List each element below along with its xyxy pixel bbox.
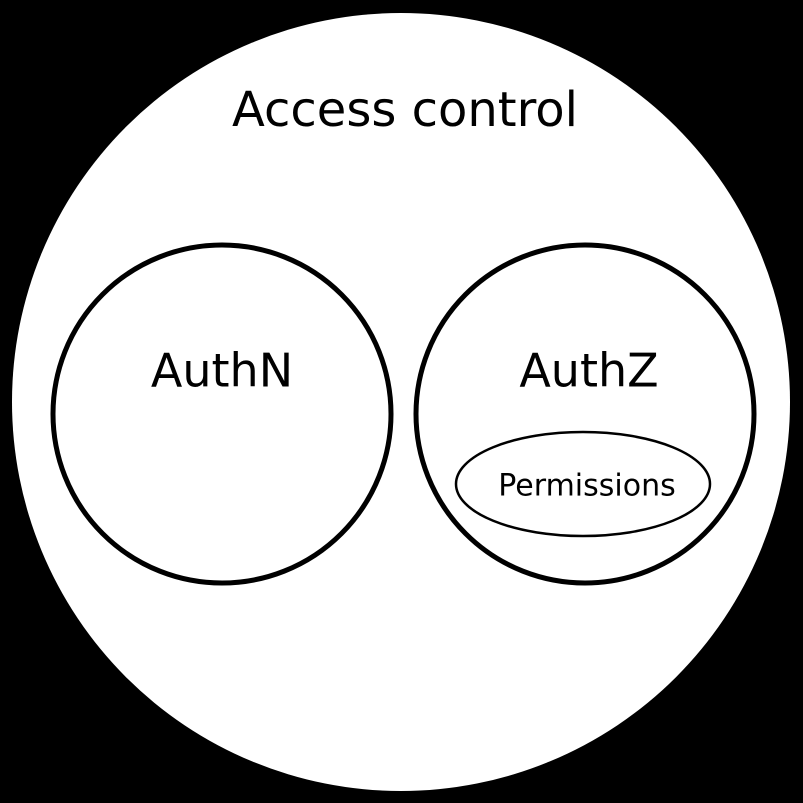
permissions-label: Permissions bbox=[498, 469, 675, 504]
authz-label: AuthZ bbox=[519, 344, 658, 398]
authn-label: AuthN bbox=[151, 344, 293, 398]
access-control-label: Access control bbox=[232, 82, 578, 138]
permissions-ellipse bbox=[454, 430, 712, 538]
authn-circle bbox=[50, 242, 394, 586]
authz-circle bbox=[413, 242, 757, 586]
access-control-circle bbox=[12, 13, 790, 791]
